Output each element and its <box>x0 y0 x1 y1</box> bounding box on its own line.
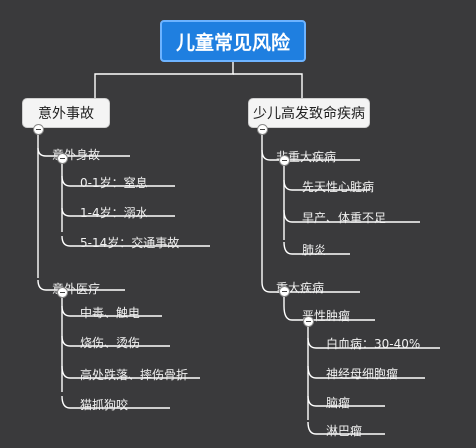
item-pneumonia[interactable]: 肺炎 <box>302 242 327 257</box>
item-falls-fractures[interactable]: 高处跌落、摔伤骨折 <box>80 367 189 382</box>
branch-accidents[interactable]: 意外事故 <box>22 98 110 128</box>
collapse-icon[interactable] <box>257 124 268 135</box>
topic-non-critical[interactable]: 非重大疾病 <box>276 149 337 164</box>
item-animal-bites[interactable]: 猫抓狗咬 <box>80 397 129 412</box>
branch-fatal-diseases[interactable]: 少儿高发致命疾病 <box>248 98 370 128</box>
collapse-icon[interactable] <box>279 286 290 297</box>
item-5-14-traffic[interactable]: 5-14岁：交通事故 <box>80 235 180 250</box>
item-brain-tumor[interactable]: 脑瘤 <box>326 395 351 410</box>
root-topic[interactable]: 儿童常见风险 <box>160 20 306 62</box>
item-poison-shock[interactable]: 中毒、触电 <box>80 305 141 320</box>
item-premature-birth[interactable]: 早产、体重不足 <box>302 210 387 225</box>
item-lymphoma[interactable]: 淋巴瘤 <box>326 423 363 438</box>
collapse-icon[interactable] <box>303 316 314 327</box>
item-leukemia[interactable]: 白血病：30-40% <box>326 336 421 351</box>
item-1-4-drowning[interactable]: 1-4岁：溺水 <box>80 205 148 220</box>
collapse-icon[interactable] <box>57 287 68 298</box>
collapse-icon[interactable] <box>57 153 68 164</box>
item-burns[interactable]: 烧伤、烫伤 <box>80 335 141 350</box>
item-0-1-suffocation[interactable]: 0-1岁：窒息 <box>80 175 148 190</box>
topic-malignant-tumor[interactable]: 恶性肿瘤 <box>302 308 351 323</box>
collapse-icon[interactable] <box>279 155 290 166</box>
collapse-icon[interactable] <box>33 124 44 135</box>
item-neuroblastoma[interactable]: 神经母细胞瘤 <box>326 366 399 381</box>
item-congenital-heart[interactable]: 先天性心脏病 <box>302 179 375 194</box>
